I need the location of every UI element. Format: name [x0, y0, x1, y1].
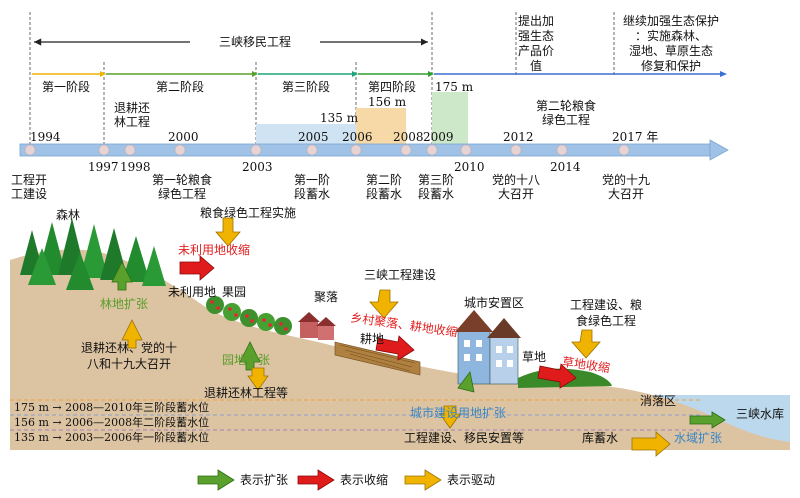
legend-drive-label: 表示驱动	[447, 473, 496, 487]
water-level-lines	[10, 399, 700, 431]
tgp-build-label: 三峡工程建设	[364, 268, 437, 282]
stage3-storage-event: 第三阶 段蓄水	[417, 173, 454, 201]
eco-products-note: 提出加 强生态 产品价 值	[517, 14, 554, 73]
level-135-label: 135 m	[320, 111, 359, 125]
stage1-label: 第一阶段	[41, 80, 90, 94]
legend-arrows	[197, 469, 442, 491]
water-level-156: 156 m → 2006—2008年二阶段蓄水位	[14, 416, 210, 429]
unused-land-label: 未利用地	[168, 285, 217, 299]
city-buildings	[455, 310, 521, 385]
tuigeng-event: 退耕还 林工程	[113, 101, 150, 129]
eco-protection-note: 继续加强生态保护 ：实施森林、 湿地、草原生态 修复和保护	[622, 14, 719, 73]
drive-arrows	[121, 217, 671, 457]
year-2017: 2017 年	[612, 130, 659, 144]
drawdown-label: 消落区	[640, 394, 677, 408]
stage3-label: 第三阶段	[281, 80, 330, 94]
grassland-label: 草地	[522, 350, 547, 364]
stage4-label: 第四阶段	[367, 80, 416, 94]
start-event: 工程开 工建设	[10, 173, 47, 201]
stage2-label: 第二阶段	[155, 80, 204, 94]
year-1998: 1998	[120, 160, 151, 174]
level-175-label: 175 m	[435, 80, 474, 94]
forest-label: 森林	[56, 208, 81, 222]
year-1997: 1997	[88, 160, 119, 174]
stage1-storage-event: 第一阶 段蓄水	[293, 173, 330, 201]
urban-expand-label: 城市建设用地扩张	[410, 406, 507, 420]
congress18-event: 党的十八 大召开	[491, 173, 540, 201]
year-2008: 2008	[393, 130, 424, 144]
orchard-label: 果园	[222, 285, 247, 299]
year-2003: 2003	[242, 160, 273, 174]
year-2006: 2006	[342, 130, 373, 144]
grain-green-1-event: 第一轮粮食 绿色工程	[151, 173, 212, 201]
tuigeng-etc-label: 退耕还林工程等	[204, 386, 289, 400]
water-level-175: 175 m → 2008—2010年三阶段蓄水位	[14, 401, 210, 414]
village-houses	[298, 312, 336, 340]
year-markers	[24, 144, 630, 156]
expand-arrows	[111, 261, 726, 429]
garden-expand-label: 园地扩张	[222, 353, 271, 367]
water-level-135: 135 m → 2003—2006年一阶段蓄水位	[14, 431, 210, 444]
stage2-storage-event: 第二阶 段蓄水	[365, 173, 402, 201]
storage-label: 库蓄水	[582, 431, 619, 445]
migration-project-label: 三峡移民工程	[190, 35, 320, 49]
year-2010: 2010	[454, 160, 485, 174]
year-2014: 2014	[550, 160, 581, 174]
level-156-block	[356, 108, 406, 149]
farmland-label: 耕地	[360, 332, 385, 346]
shrink-arrows	[179, 255, 577, 389]
water-expand-label: 水域扩张	[674, 431, 723, 445]
congress19-event: 党的十九 大召开	[601, 173, 650, 201]
year-2012: 2012	[503, 130, 534, 144]
year-2000: 2000	[168, 130, 199, 144]
legend-expand-label: 表示扩张	[240, 473, 289, 487]
reservoir-label: 三峡水库	[736, 407, 785, 421]
unused-shrink-label: 未利用地收缩	[178, 243, 251, 257]
grain-green-2-event: 第二轮粮食 绿色工程	[535, 99, 596, 127]
legend-shrink-label: 表示收缩	[340, 473, 389, 487]
year-1994: 1994	[30, 130, 61, 144]
level-156-label: 156 m	[368, 95, 407, 109]
year-2005: 2005	[298, 130, 329, 144]
forest-trees	[20, 218, 166, 290]
year-2009: 2009	[423, 130, 454, 144]
urban-resettle-label: 城市安置区	[464, 296, 525, 310]
tuigeng-congress-label: 退耕还林、党的十 八和十九大召开	[80, 341, 177, 371]
orchard-trees	[206, 296, 292, 335]
village-label: 聚落	[314, 290, 339, 304]
build-migrate-label: 工程建设、移民安置等	[404, 431, 525, 445]
grain-green-impl-label: 粮食绿色工程实施	[200, 206, 297, 220]
build-grain-label: 工程建设、粮 食绿色工程	[569, 298, 642, 328]
forest-expand-label: 林地扩张	[100, 297, 149, 311]
level-175-block	[432, 92, 468, 149]
